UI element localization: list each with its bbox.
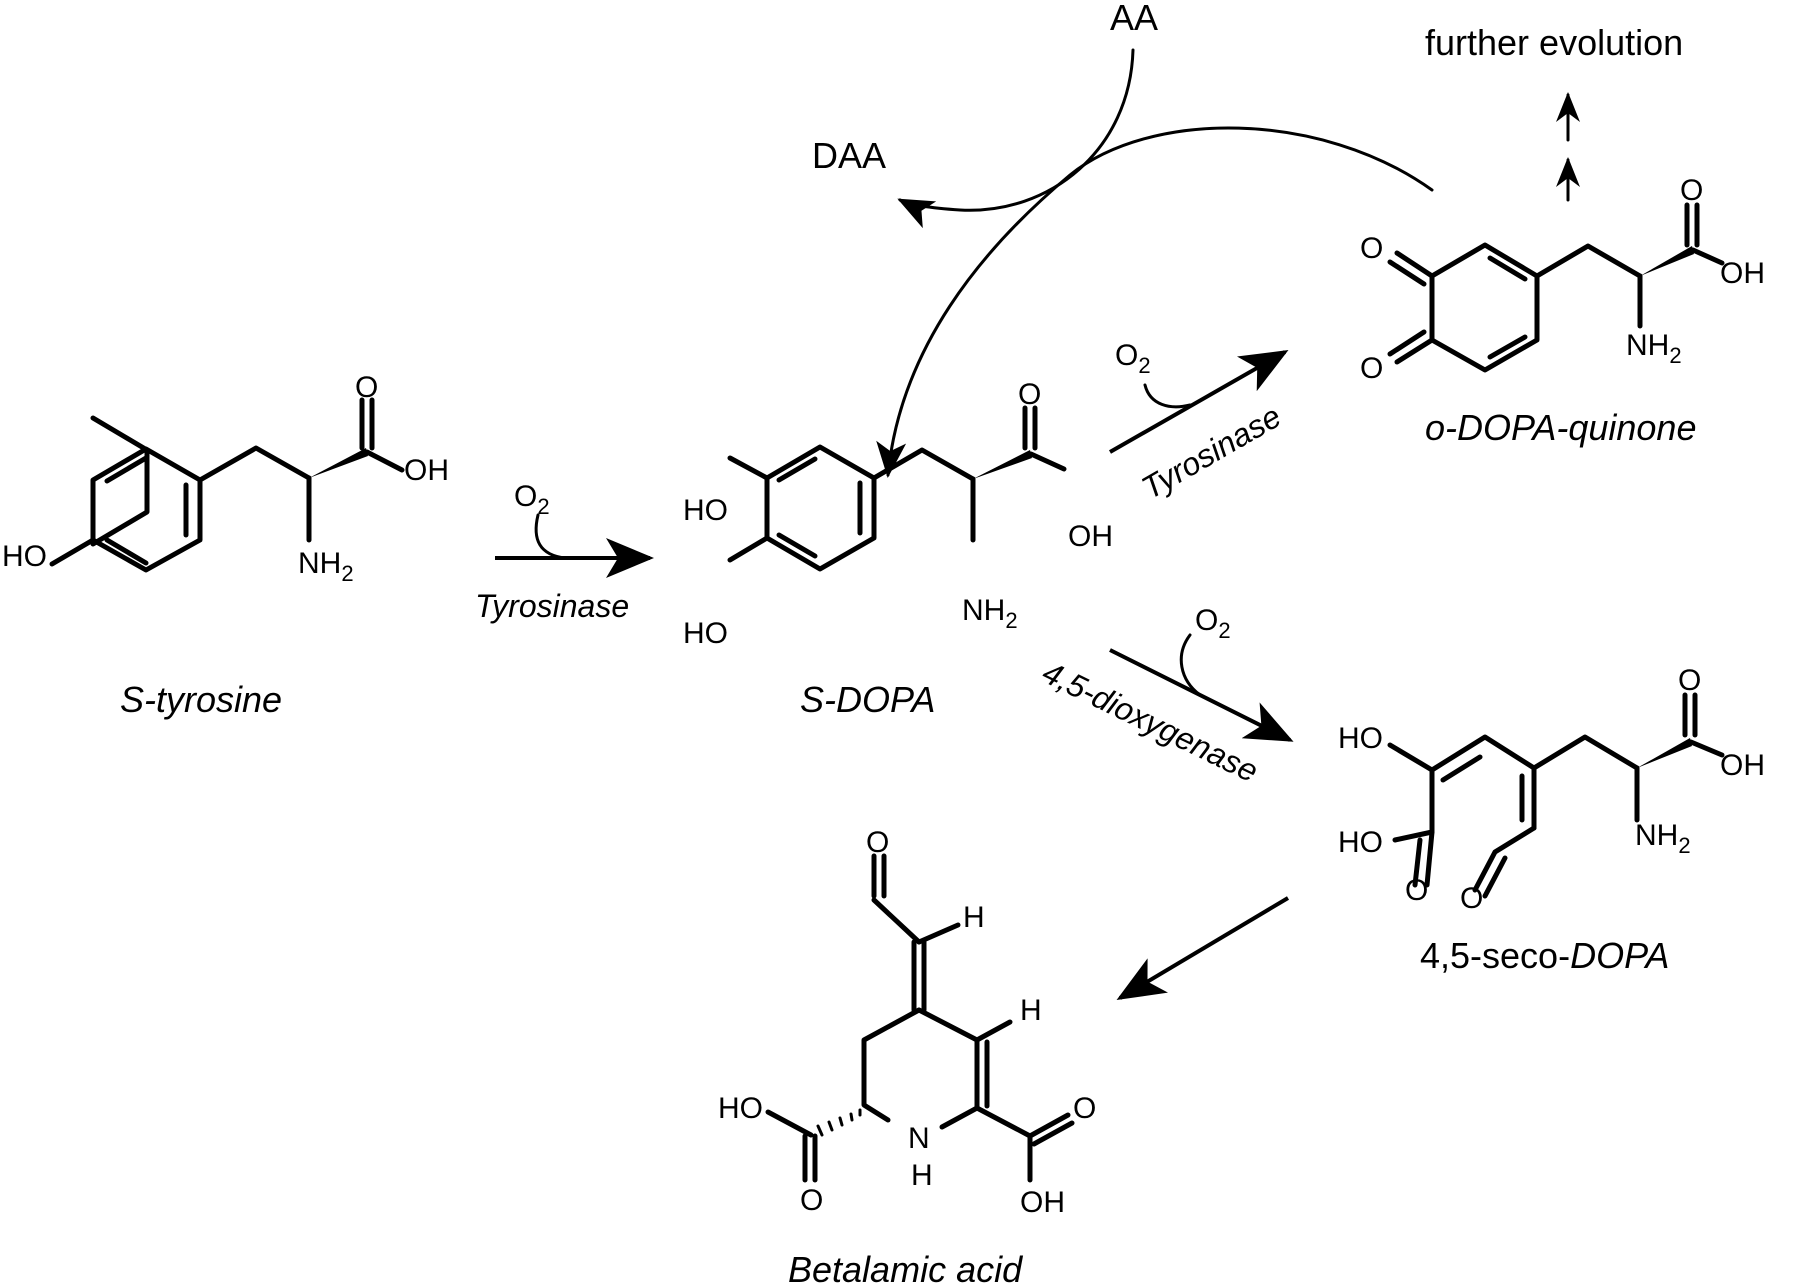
atom-label: O bbox=[1360, 352, 1383, 385]
compound-name: S-DOPA bbox=[800, 679, 935, 720]
reaction-arrow-cyclization bbox=[1116, 896, 1290, 1001]
compound-name: Betalamic acid bbox=[788, 1249, 1023, 1286]
compound-name: 4,5-seco-DOPA bbox=[1420, 935, 1669, 976]
reagent-o2: O2 bbox=[514, 480, 550, 519]
compound-o-dopa-quinone: O O O OH NH2 o-DOPA-quinone bbox=[1360, 174, 1765, 448]
compound-name: S-tyrosine bbox=[120, 679, 282, 720]
atom-label: O bbox=[1073, 1092, 1096, 1125]
atom-label: O bbox=[1360, 232, 1383, 265]
further-evolution-label: further evolution bbox=[1425, 22, 1683, 63]
compound-s-tyrosine: HO O OH NH2 S-tyrosine bbox=[2, 371, 449, 720]
atom-label: NH2 bbox=[298, 547, 354, 586]
ascorbic-acid-recycle: AA DAA bbox=[812, 0, 1434, 478]
atom-label: O bbox=[1018, 378, 1041, 411]
reagent-o2: O2 bbox=[1115, 339, 1151, 378]
reaction-arrow-tyrosinase-1: O2 Tyrosinase bbox=[475, 480, 654, 624]
seco-dopa-structure bbox=[1387, 692, 1725, 899]
aa-label: AA bbox=[1110, 0, 1158, 38]
enzyme-label: 4,5-dioxygenase bbox=[1037, 654, 1264, 789]
betalamic-structure bbox=[765, 853, 1075, 1183]
compound-name: o-DOPA-quinone bbox=[1425, 407, 1696, 448]
dopa-structure bbox=[727, 405, 1067, 572]
atom-label: NH2 bbox=[962, 594, 1018, 633]
atom-label: O bbox=[1680, 174, 1703, 207]
atom-label: O bbox=[1678, 664, 1701, 697]
atom-label: HO bbox=[683, 617, 728, 650]
reaction-arrow-tyrosinase-2: O2 Tyrosinase bbox=[1109, 339, 1289, 506]
atom-label: HO bbox=[1338, 826, 1383, 859]
atom-label: H bbox=[911, 1159, 933, 1192]
compound-s-dopa: HO HO O OH NH2 S-DOPA bbox=[683, 378, 1113, 720]
atom-label: N bbox=[908, 1122, 930, 1155]
atom-label: H bbox=[963, 901, 985, 934]
atom-label: OH bbox=[1020, 1186, 1065, 1219]
atom-label: O bbox=[1405, 874, 1428, 907]
tyrosine-structure bbox=[49, 397, 405, 573]
atom-label: OH bbox=[1068, 520, 1113, 553]
atom-label: H bbox=[1020, 994, 1042, 1027]
atom-label: O bbox=[866, 826, 889, 859]
atom-label: HO bbox=[683, 494, 728, 527]
hashed-wedge bbox=[816, 1108, 862, 1137]
atom-label: HO bbox=[718, 1092, 763, 1125]
atom-label: HO bbox=[1338, 722, 1383, 755]
atom-label: O bbox=[800, 1184, 823, 1217]
atom-label: OH bbox=[1720, 257, 1765, 290]
reagent-o2: O2 bbox=[1195, 604, 1231, 643]
atom-label: O bbox=[1460, 882, 1483, 915]
atom-label: OH bbox=[404, 454, 449, 487]
compound-betalamic-acid: O H H HO O N H O OH Betalamic acid bbox=[718, 826, 1096, 1286]
atom-label: NH2 bbox=[1635, 819, 1691, 858]
reaction-arrow-dioxygenase: O2 4,5-dioxygenase bbox=[1037, 604, 1294, 789]
daa-label: DAA bbox=[812, 135, 886, 176]
further-evolution-arrows: further evolution bbox=[1425, 22, 1683, 202]
quinone-structure bbox=[1387, 202, 1725, 373]
atom-label: OH bbox=[1720, 749, 1765, 782]
enzyme-label: Tyrosinase bbox=[475, 588, 629, 624]
atom-label: NH2 bbox=[1626, 329, 1682, 368]
enzyme-label: Tyrosinase bbox=[1136, 398, 1287, 506]
compound-4-5-seco-dopa: HO HO O O O OH NH2 4,5-seco-DOPA bbox=[1338, 664, 1765, 976]
atom-label: O bbox=[355, 371, 378, 404]
atom-label: HO bbox=[2, 540, 47, 573]
